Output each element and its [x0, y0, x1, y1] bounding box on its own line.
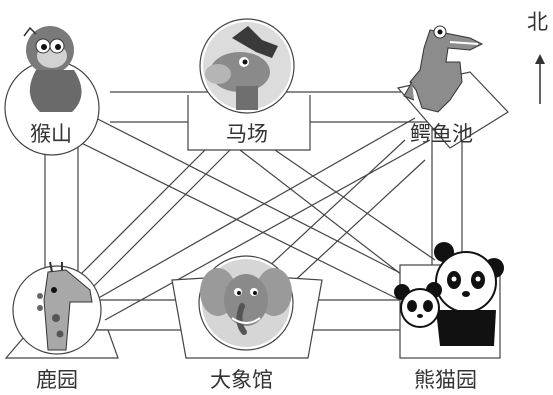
crocodile-icon	[403, 25, 484, 113]
path-diag-croc-deer-b	[104, 139, 431, 321]
monkey-hill-label: 猴山	[30, 122, 72, 146]
path-diag-horse-deer-a	[59, 149, 206, 296]
elephant-icon	[200, 259, 292, 347]
north-arrow-icon	[535, 54, 545, 104]
path-diag-monkey-panda-b	[79, 109, 411, 279]
horse-farm-plaza	[187, 95, 311, 151]
crocodile-pool-label: 鳄鱼池	[410, 122, 473, 146]
path-diag-croc-deer-a	[94, 117, 416, 301]
path-diag-horse-panda-b	[274, 149, 436, 261]
path-diag-horse-panda-a	[239, 149, 416, 286]
path-diag-horse-deer-b	[84, 149, 231, 296]
path-diag-monkey-panda-a	[54, 129, 401, 301]
horse-farm-label: 马场	[226, 122, 268, 146]
path-network	[44, 91, 463, 331]
panda-house-label: 熊猫园	[414, 368, 477, 392]
elephant-hall-label: 大象馆	[210, 368, 273, 392]
path-diag-croc-elephant-a	[264, 139, 406, 271]
path-diag-croc-elephant-b	[289, 159, 426, 286]
giraffe-icon	[37, 261, 93, 351]
panda-icon	[394, 242, 504, 346]
deer-park-label: 鹿园	[36, 368, 78, 392]
monkey-icon	[23, 26, 82, 112]
north-label: 北	[527, 10, 548, 34]
horse-icon	[199, 18, 295, 114]
